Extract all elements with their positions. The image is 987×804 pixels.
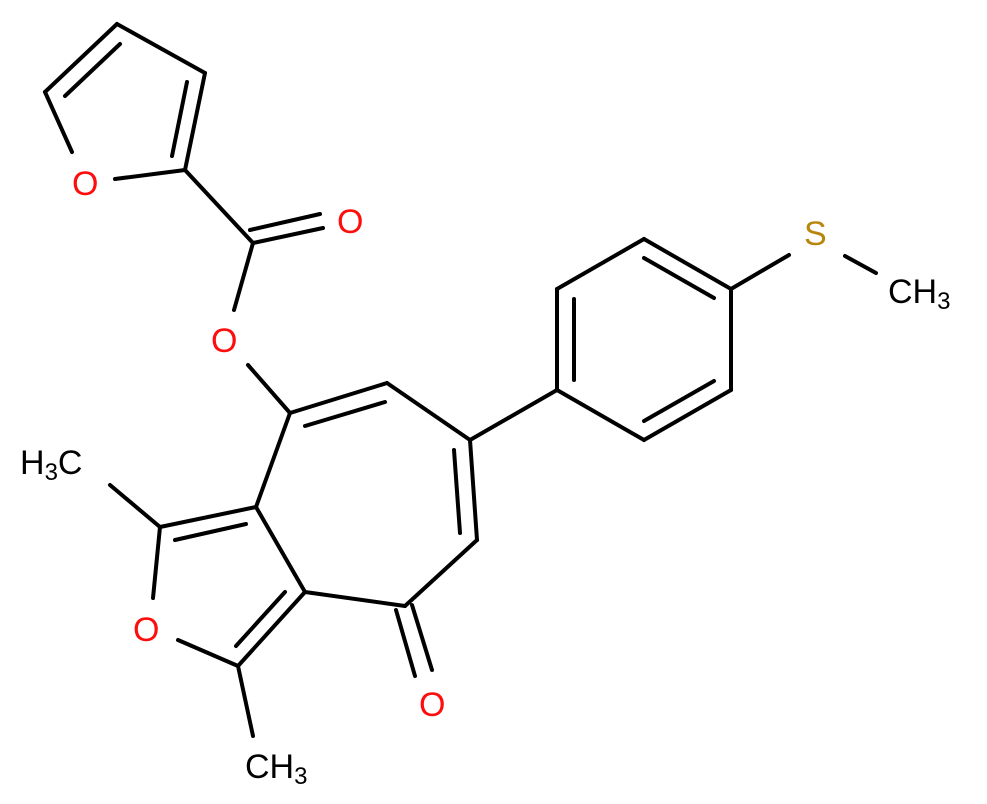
furan-oxygen-label: O: [72, 165, 98, 203]
ketone-oxygen-label: O: [419, 686, 445, 724]
s-methyl-label: CH3: [888, 273, 950, 315]
bottom-methyl-label: CH3: [245, 748, 307, 790]
fused-furan-ring: [108, 483, 307, 738]
left-methyl-label: H3C: [20, 444, 82, 486]
ester-group: [183, 168, 325, 415]
furan-ring: [43, 22, 207, 181]
sulfur-label: S: [804, 215, 827, 253]
ring-oxygen-label: O: [133, 611, 159, 649]
carbonyl-oxygen-label: O: [337, 203, 363, 241]
phenyl-ring: [468, 237, 878, 442]
ester-oxygen-label: O: [211, 322, 237, 360]
cycloheptadienone-ring: [254, 381, 479, 678]
